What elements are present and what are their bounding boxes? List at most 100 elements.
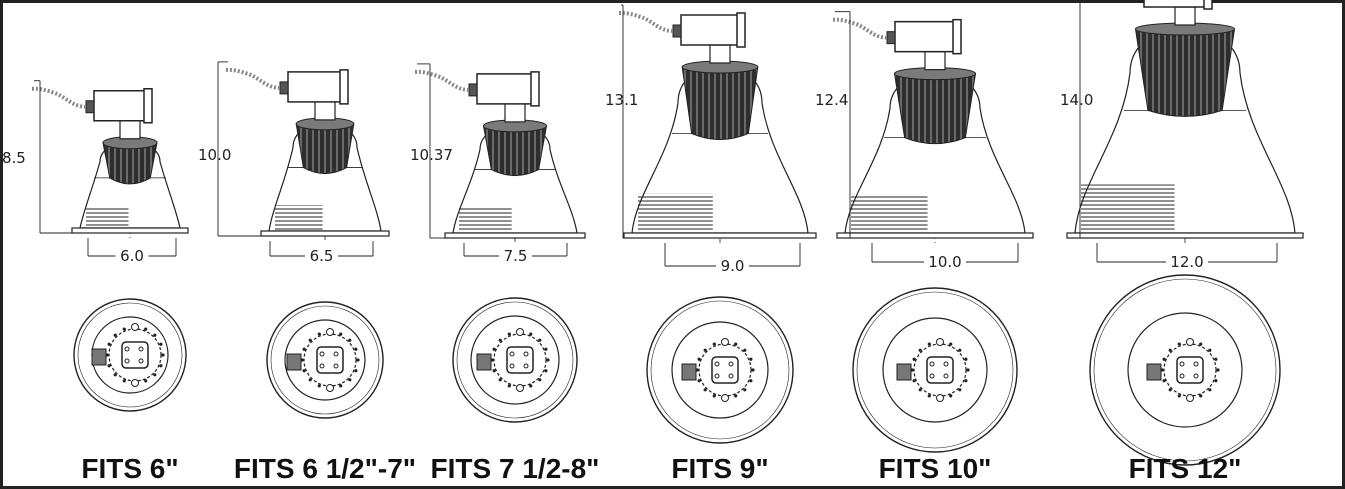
fits-label: FITS 10" xyxy=(879,453,992,484)
fits-label: FITS 6" xyxy=(81,453,178,484)
socket-hole xyxy=(929,361,935,367)
lamp-neck xyxy=(119,120,141,140)
ring-tooth xyxy=(302,347,306,351)
socket-hole xyxy=(124,346,130,352)
ring-tooth xyxy=(159,342,163,346)
socket-hole xyxy=(138,358,144,364)
louver-stripes xyxy=(86,207,129,228)
ring-tooth xyxy=(1162,357,1166,361)
ring-tooth xyxy=(308,338,312,342)
lamp-neck xyxy=(504,103,526,123)
height-label: 12.4 xyxy=(815,91,848,109)
ring-tooth xyxy=(712,394,716,398)
mount-screw xyxy=(936,338,944,346)
ring-tooth xyxy=(107,364,111,368)
ring-tooth xyxy=(1199,342,1203,346)
conduit-connector xyxy=(672,24,682,38)
junction-box xyxy=(476,73,538,105)
top-view xyxy=(1089,274,1281,466)
fits-label: FITS 6 1/2"-7" xyxy=(234,453,416,484)
ring-tooth xyxy=(912,379,916,383)
height-label: 10.0 xyxy=(198,146,231,164)
height-label: 8.5 xyxy=(2,149,26,167)
ring-tooth xyxy=(544,347,548,351)
socket-hole xyxy=(1193,373,1199,379)
width-label: 6.5 xyxy=(310,247,334,265)
ring-tooth xyxy=(159,364,163,368)
ring-tooth xyxy=(1177,342,1181,346)
conduit-connector xyxy=(468,83,478,97)
ring-tooth xyxy=(161,353,165,357)
socket-plate xyxy=(121,341,149,369)
trim-inner-edge xyxy=(856,291,1014,449)
height-label: 13.1 xyxy=(605,91,638,109)
ring-tooth xyxy=(703,348,707,352)
ring-tooth xyxy=(912,357,916,361)
junction-box xyxy=(680,14,744,46)
socket-hole xyxy=(319,351,325,357)
ring-tooth xyxy=(538,378,542,382)
lamp-bulb xyxy=(482,125,548,177)
width-label: 7.5 xyxy=(504,247,528,265)
ring-tooth xyxy=(1208,388,1212,392)
ring-tooth xyxy=(498,378,502,382)
ring-tooth xyxy=(354,347,358,351)
top-view xyxy=(646,296,794,444)
top-view xyxy=(73,298,187,412)
ring-tooth xyxy=(1214,357,1218,361)
lamp-neck xyxy=(314,101,336,121)
ring-tooth xyxy=(751,368,755,372)
trim-inner-edge xyxy=(650,300,790,440)
ring-tooth xyxy=(949,394,953,398)
socket-plate xyxy=(1176,356,1204,384)
ring-tooth xyxy=(498,338,502,342)
louver-stripes xyxy=(275,205,323,231)
ring-tooth xyxy=(703,388,707,392)
ring-tooth xyxy=(964,379,968,383)
lamp-bulb xyxy=(1134,28,1236,117)
socket-hole xyxy=(728,361,734,367)
socket-plate xyxy=(926,356,954,384)
ring-tooth xyxy=(964,357,968,361)
ring-tooth xyxy=(1168,388,1172,392)
socket-hole xyxy=(523,363,529,369)
lamp-bulb xyxy=(102,142,158,185)
conduit-stub xyxy=(1146,363,1162,381)
flex-conduit xyxy=(31,86,87,109)
ring-tooth xyxy=(538,338,542,342)
socket-hole xyxy=(138,346,144,352)
ring-tooth xyxy=(1208,348,1212,352)
ring-tooth xyxy=(1162,379,1166,383)
ring-tooth xyxy=(354,369,358,373)
louver-stripes xyxy=(851,194,928,233)
socket-hole xyxy=(714,373,720,379)
socket-hole xyxy=(124,358,130,364)
ring-tooth xyxy=(107,342,111,346)
socket-plate xyxy=(316,346,344,374)
ring-tooth xyxy=(949,342,953,346)
ring-tooth xyxy=(348,378,352,382)
louver-stripes xyxy=(1081,184,1175,233)
trim-inner-edge xyxy=(456,301,574,419)
mount-screw xyxy=(326,384,334,392)
socket-hole xyxy=(929,373,935,379)
socket-hole xyxy=(319,363,325,369)
trim-flange xyxy=(836,232,1034,239)
fits-label: FITS 12" xyxy=(1129,453,1242,484)
conduit-stub xyxy=(286,353,302,371)
junction-box-cap xyxy=(339,69,349,105)
height-label: 10.37 xyxy=(410,146,453,164)
ring-tooth xyxy=(544,369,548,373)
top-view xyxy=(452,297,578,423)
ring-tooth xyxy=(339,332,343,336)
ring-tooth xyxy=(302,369,306,373)
ring-tooth xyxy=(153,373,157,377)
width-label: 10.0 xyxy=(928,253,961,271)
flex-conduit xyxy=(225,67,281,90)
socket-hole xyxy=(714,361,720,367)
ring-tooth xyxy=(918,388,922,392)
